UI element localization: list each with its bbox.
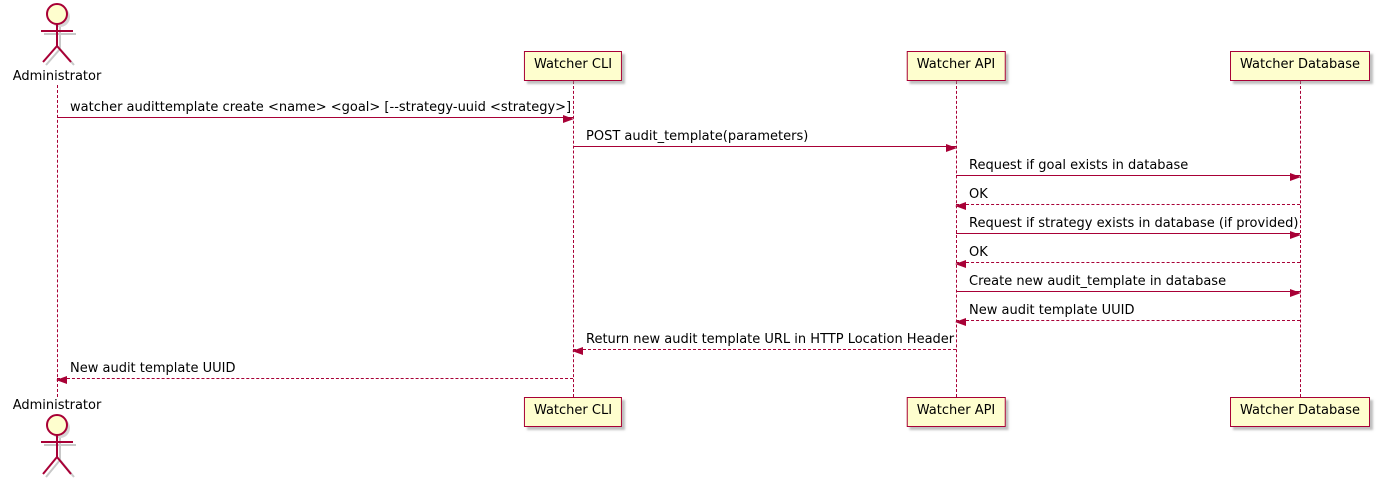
participant-watcher-api-bottom: Watcher API (906, 397, 1006, 427)
arrowhead-icon (955, 202, 966, 210)
message-line (956, 289, 1301, 297)
message-new-uuid-from-db: New audit template UUID (955, 303, 1300, 326)
message-line (955, 318, 1300, 326)
actor-icon (41, 3, 76, 66)
message-request-goal-exists: Request if goal exists in database (956, 158, 1301, 181)
arrowhead-icon (1290, 173, 1301, 181)
lifeline-watcher-api (956, 81, 957, 397)
message-return-url-location-header: Return new audit template URL in HTTP Lo… (572, 332, 956, 355)
message-label: watcher audittemplate create <name> <goa… (70, 100, 572, 115)
message-line (56, 376, 573, 384)
lifeline-administrator (57, 85, 58, 397)
message-label: New audit template UUID (969, 303, 1135, 318)
message-strategy-ok: OK (955, 245, 1300, 268)
message-label: New audit template UUID (70, 361, 236, 376)
message-new-uuid-to-admin: New audit template UUID (56, 361, 573, 384)
message-label: Request if strategy exists in database (… (969, 216, 1299, 231)
message-label: OK (969, 187, 988, 202)
arrowhead-icon (955, 318, 966, 326)
message-create-in-database: Create new audit_template in database (956, 274, 1301, 297)
message-label: OK (969, 245, 988, 260)
message-goal-ok: OK (955, 187, 1300, 210)
message-label: Return new audit template URL in HTTP Lo… (586, 332, 955, 347)
message-line (57, 115, 574, 123)
arrowhead-icon (56, 376, 67, 384)
arrowhead-icon (946, 144, 957, 152)
message-line (955, 260, 1300, 268)
message-request-strategy-exists: Request if strategy exists in database (… (956, 216, 1301, 239)
participant-watcher-cli-bottom: Watcher CLI (523, 397, 623, 427)
message-line (573, 144, 957, 152)
actor-label-administrator-top: Administrator (12, 69, 102, 84)
participant-watcher-database-bottom: Watcher Database (1230, 397, 1370, 427)
lifeline-watcher-database (1300, 81, 1301, 397)
participant-watcher-database-top: Watcher Database (1230, 51, 1370, 81)
arrowhead-icon (563, 115, 574, 123)
message-line (572, 347, 956, 355)
lifeline-watcher-cli (573, 81, 574, 397)
message-label: Request if goal exists in database (969, 158, 1189, 173)
arrowhead-icon (955, 260, 966, 268)
message-label: POST audit_template(parameters) (586, 129, 809, 144)
message-label: Create new audit_template in database (969, 274, 1227, 289)
message-post-audit-template: POST audit_template(parameters) (573, 129, 957, 152)
message-line (956, 231, 1301, 239)
message-line (956, 173, 1301, 181)
message-create-audittemplate: watcher audittemplate create <name> <goa… (57, 100, 574, 123)
actor-label-administrator-bottom: Administrator (12, 398, 102, 413)
message-line (955, 202, 1300, 210)
participant-watcher-api-top: Watcher API (906, 51, 1006, 81)
arrowhead-icon (1290, 289, 1301, 297)
actor-icon (41, 414, 76, 478)
arrowhead-icon (1290, 231, 1301, 239)
participant-watcher-cli-top: Watcher CLI (523, 51, 623, 81)
arrowhead-icon (572, 347, 583, 355)
